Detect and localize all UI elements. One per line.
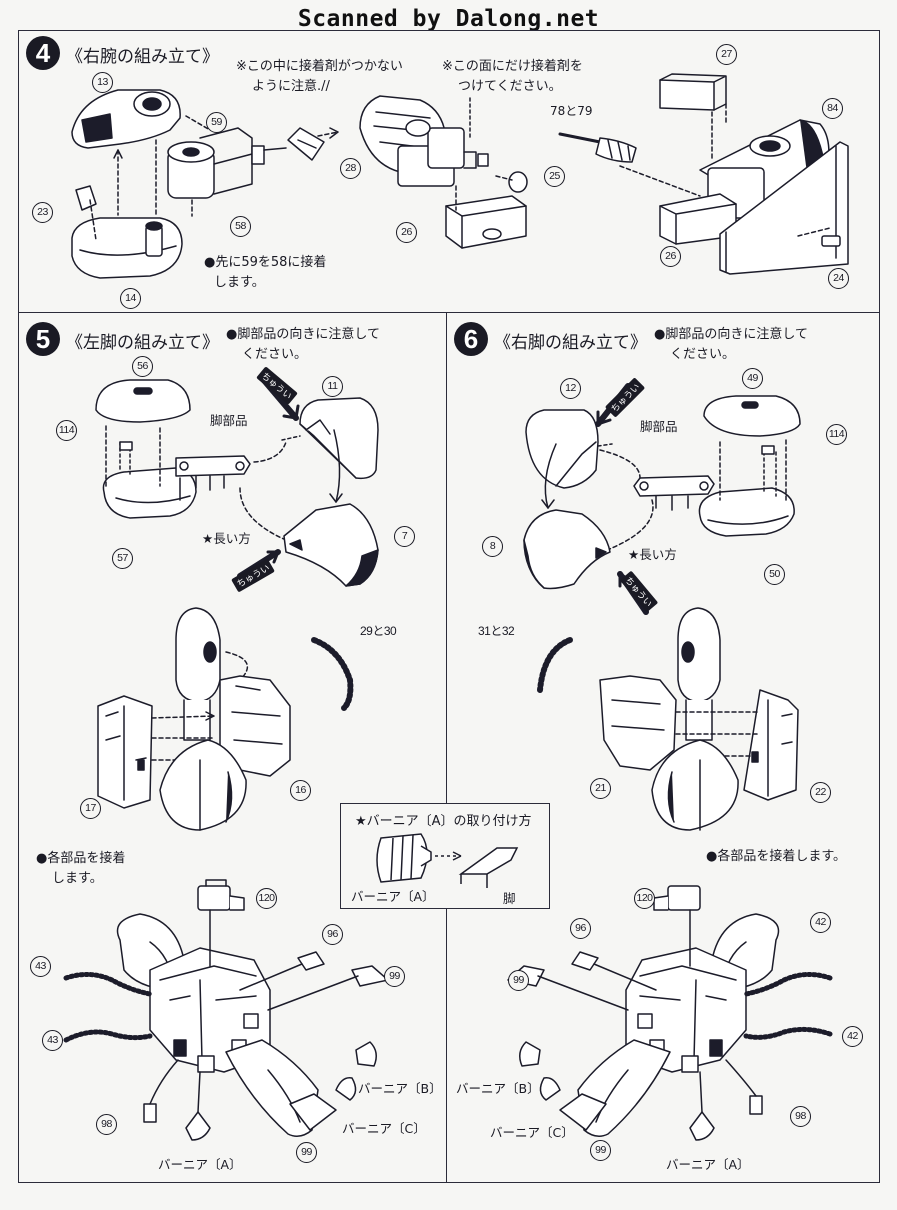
inset-vernier-label: バーニア〔A〕: [351, 889, 435, 904]
part-number: 43: [42, 1030, 63, 1051]
part-number: 114: [56, 420, 77, 441]
leg-part-label: 脚部品: [640, 419, 678, 434]
part-number: 16: [290, 780, 311, 801]
long-side-label: ★長い方: [628, 547, 677, 562]
part-number: 96: [322, 924, 343, 945]
long-side-label: ★長い方: [202, 531, 251, 546]
step4-number: 4: [26, 36, 60, 70]
step5-glue-note-1: ●各部品を接着: [36, 851, 126, 866]
part-number: 24: [828, 268, 849, 289]
step4-glue-only-note-1: ※この面にだけ接着剤を: [442, 59, 583, 74]
part-number: 8: [482, 536, 503, 557]
part-pair-value: 29と30: [360, 624, 397, 638]
part-number: 57: [112, 548, 133, 569]
step4-first-note-1: ●先に59を58に接着: [204, 255, 327, 270]
part-number: 99: [296, 1142, 317, 1163]
part-number: 25: [544, 166, 565, 187]
step5-title: 《左脚の組み立て》: [66, 333, 219, 353]
step6-number: 6: [454, 322, 488, 356]
vernier-a-diagram: [376, 833, 519, 888]
inset-leg-label: 脚: [503, 891, 516, 906]
part-number: 98: [790, 1106, 811, 1127]
step4-glue-only-note-2: つけてください。: [458, 79, 562, 94]
vernier-c-label: バーニア〔C〕: [342, 1121, 426, 1136]
step5-glue-note-2: します。: [52, 871, 103, 886]
part-number: 98: [96, 1114, 117, 1135]
part-number-pair: 29と30: [360, 622, 397, 641]
vernier-c-label: バーニア〔C〕: [490, 1125, 574, 1140]
part-number: 50: [764, 564, 785, 585]
part-number: 22: [810, 782, 831, 803]
part-number: 120: [256, 888, 277, 909]
part-number: 21: [590, 778, 611, 799]
inset-title: ★バーニア〔A〕の取り付け方: [355, 814, 532, 829]
part-number: 26: [660, 246, 681, 267]
step6-title: 《右脚の組み立て》: [494, 333, 647, 353]
scan-credit: Scanned by Dalong.net: [297, 6, 600, 32]
part-number: 23: [32, 202, 53, 223]
part-number: 13: [92, 72, 113, 93]
part-number: 114: [826, 424, 847, 445]
part-number-pair: 78と79: [550, 104, 593, 118]
vernier-a-label: バーニア〔A〕: [666, 1157, 750, 1172]
part-number: 59: [206, 112, 227, 133]
part-number: 99: [384, 966, 405, 987]
part-number: 14: [120, 288, 141, 309]
part-number: 96: [570, 918, 591, 939]
part-number: 26: [396, 222, 417, 243]
part-number: 99: [508, 970, 529, 991]
step4-title: 《右腕の組み立て》: [66, 47, 219, 67]
step5-orientation-note-2: ください。: [242, 347, 308, 362]
step6-orientation-note-1: ●脚部品の向きに注意して: [654, 327, 808, 342]
vernier-a-inset: ★バーニア〔A〕の取り付け方 バーニア〔A〕 脚: [340, 803, 550, 909]
part-number: 7: [394, 526, 415, 547]
vernier-a-label: バーニア〔A〕: [158, 1157, 242, 1172]
step6-glue-note: ●各部品を接着します。: [706, 849, 847, 864]
vernier-b-label: バーニア〔B〕: [358, 1081, 442, 1096]
step6-panel: [446, 312, 880, 1183]
part-number: 49: [742, 368, 763, 389]
step5-orientation-note-1: ●脚部品の向きに注意して: [226, 327, 380, 342]
step4-no-glue-note-1: ※この中に接着剤がつかない: [236, 59, 403, 74]
part-number: 84: [822, 98, 843, 119]
part-number: 12: [560, 378, 581, 399]
leg-part-label: 脚部品: [210, 413, 248, 428]
part-number: 99: [590, 1140, 611, 1161]
step4-no-glue-note-2: ように注意.//: [252, 79, 330, 94]
step6-orientation-note-2: ください。: [670, 347, 736, 362]
part-number: 42: [810, 912, 831, 933]
step4-first-note-2: します。: [214, 275, 265, 290]
part-number: 27: [716, 44, 737, 65]
part-number: 58: [230, 216, 251, 237]
part-number: 120: [634, 888, 655, 909]
part-number: 11: [322, 376, 343, 397]
part-number: 17: [80, 798, 101, 819]
part-number: 43: [30, 956, 51, 977]
vernier-b-label: バーニア〔B〕: [456, 1081, 540, 1096]
part-number: 56: [132, 356, 153, 377]
step5-number: 5: [26, 322, 60, 356]
part-number-pair: 31と32: [478, 622, 515, 641]
part-number: 28: [340, 158, 361, 179]
part-number: 42: [842, 1026, 863, 1047]
part-pair-value: 31と32: [478, 624, 515, 638]
